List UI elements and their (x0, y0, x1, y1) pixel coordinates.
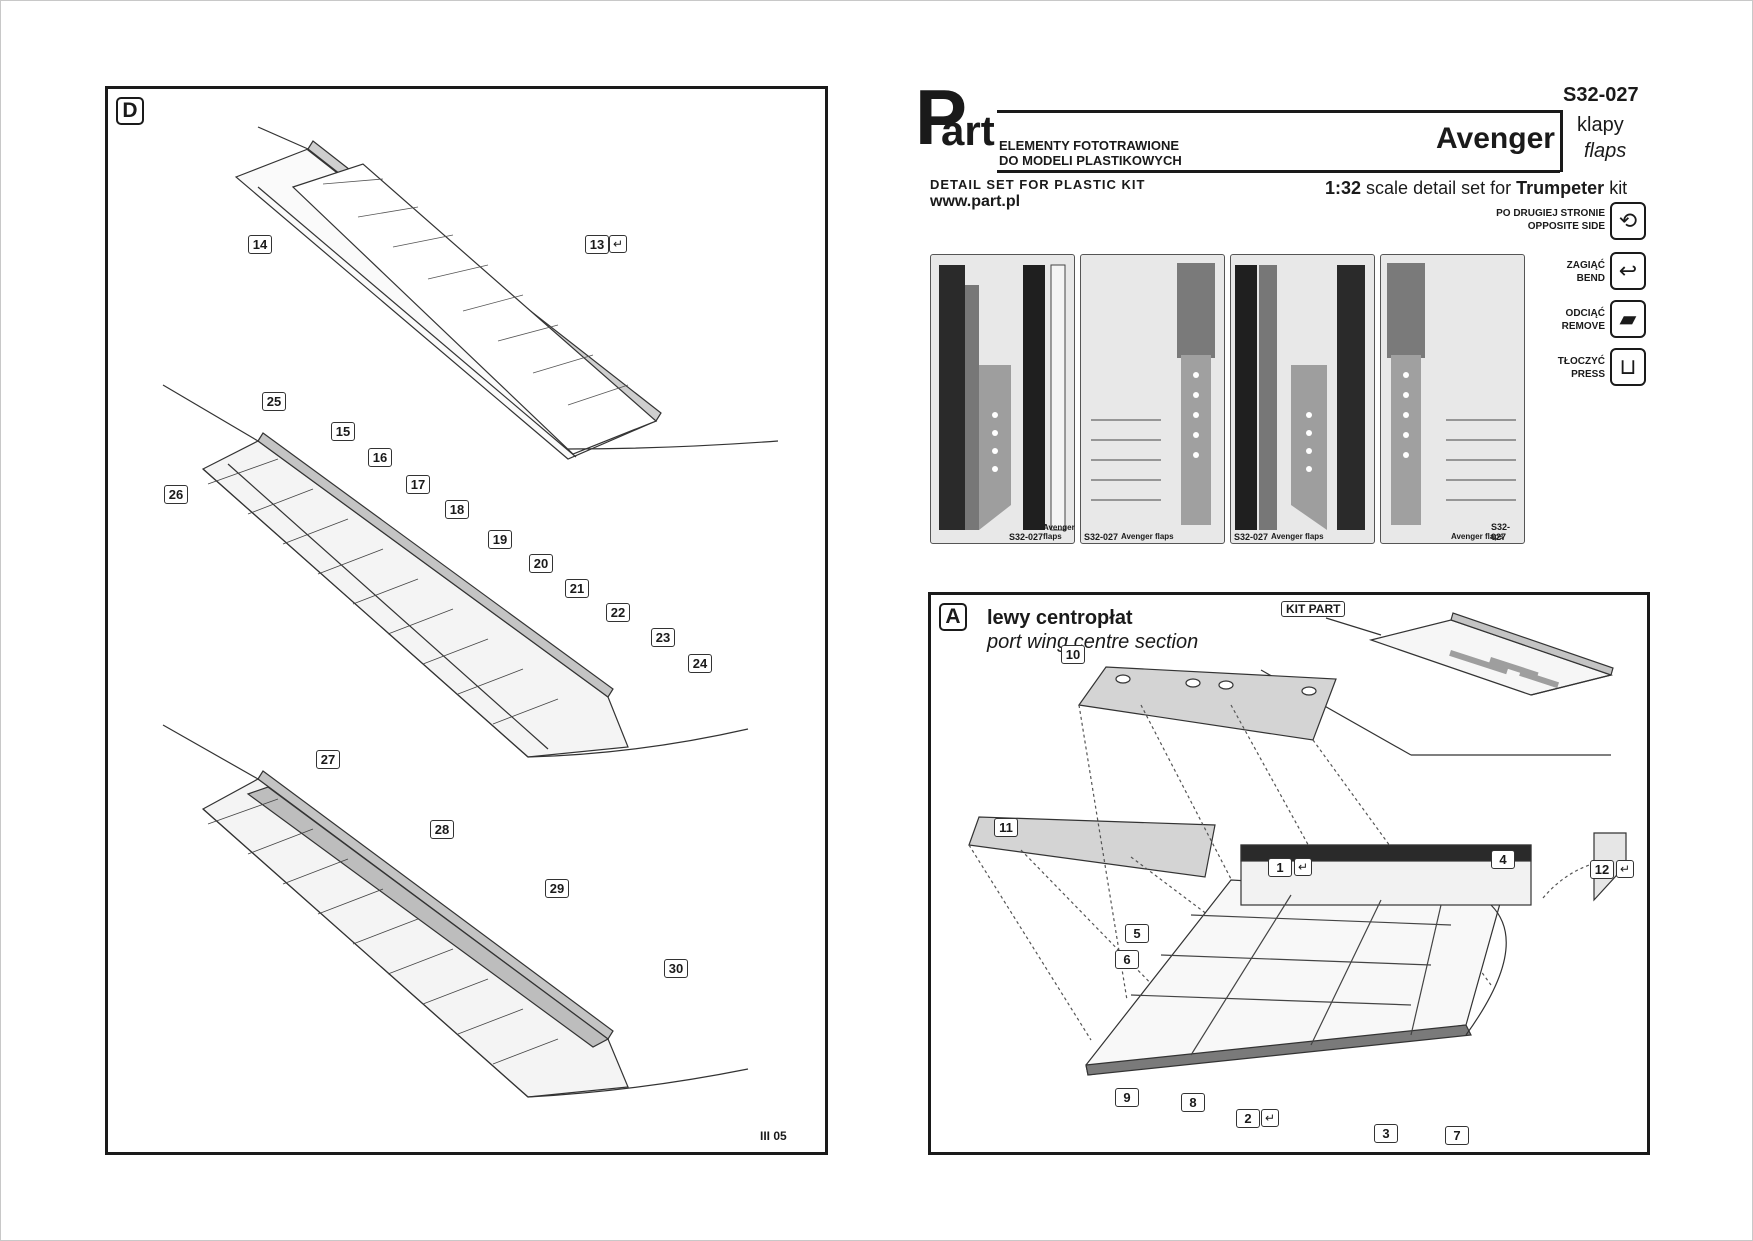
part-17: 17 (406, 475, 430, 494)
part-6: 6 (1115, 950, 1139, 969)
part-22: 22 (606, 603, 630, 622)
part-27: 27 (316, 750, 340, 769)
opposite-side-icon: ⟲ (1610, 202, 1646, 240)
bend-icon: ↵ (609, 235, 627, 253)
fret-1: S32-027 Avenger flaps (930, 254, 1075, 544)
website: www.part.pl (930, 193, 1021, 210)
part-7: 7 (1445, 1126, 1469, 1145)
header: P art S32-027 ELEMENTY FOTOTRAWIONE DO M… (915, 73, 1645, 214)
part-30: 30 (664, 959, 688, 978)
part-10: 10 (1061, 645, 1085, 664)
tagline-en: DETAIL SET FOR PLASTIC KIT (930, 177, 1146, 192)
part-8: 8 (1181, 1093, 1205, 1112)
fret-4: S32-027 Avenger flaps (1380, 254, 1525, 544)
header-rule-right (1560, 110, 1563, 172)
fret-2: S32-027 Avenger flaps (1080, 254, 1225, 544)
tagline-pl-1: ELEMENTY FOTOTRAWIONE (999, 138, 1180, 153)
part-29: 29 (545, 879, 569, 898)
title-en: port wing centre section (987, 631, 1199, 653)
part-25: 25 (262, 392, 286, 411)
press-icon: ⊔ (1610, 348, 1646, 386)
fret-3: S32-027 Avenger flaps (1230, 254, 1375, 544)
aircraft-name: Avenger (1436, 122, 1555, 155)
part-26: 26 (164, 485, 188, 504)
part-4: 4 (1491, 850, 1515, 869)
part-13: 13 (585, 235, 609, 254)
fret-1-drawing (939, 264, 1066, 531)
part-20: 20 (529, 554, 553, 573)
part-9: 9 (1115, 1088, 1139, 1107)
panel-d: D (105, 86, 828, 1155)
part-1: 1 (1268, 858, 1292, 877)
panel-letter: A (939, 603, 967, 631)
part-2: 2 (1236, 1109, 1260, 1128)
part-18: 18 (445, 500, 469, 519)
remove-icon: ▰ (1610, 300, 1646, 338)
title-pl: lewy centropłat (987, 607, 1133, 629)
tagline-pl-2: DO MODELI PLASTIKOWYCH (999, 153, 1182, 168)
part-28: 28 (430, 820, 454, 839)
fret-4-drawing (1387, 263, 1516, 525)
part-19: 19 (488, 530, 512, 549)
part-12: 12 (1590, 860, 1614, 879)
bend-icon: ↵ (1616, 860, 1634, 878)
header-rule-bottom (997, 170, 1560, 173)
part-15: 15 (331, 422, 355, 441)
flap-assembly-drawing (162, 126, 779, 1098)
subject-en: flaps (1584, 140, 1627, 162)
kit-part-label: KIT PART (1281, 601, 1346, 617)
product-code: S32-027 (1563, 84, 1639, 106)
wing-centre-section-drawing (968, 612, 1627, 1076)
part-23: 23 (651, 628, 675, 647)
fret-2-drawing (1091, 263, 1215, 525)
part-14: 14 (248, 235, 272, 254)
scale-line: 1:32 scale detail set for Trumpeter kit (1325, 178, 1628, 198)
bend-icon: ↵ (1261, 1109, 1279, 1127)
subject-pl: klapy (1577, 114, 1624, 136)
bend-icon: ↵ (1294, 858, 1312, 876)
sheet-page-code: III 05 (760, 1129, 787, 1143)
part-24: 24 (688, 654, 712, 673)
header-rule-top (997, 110, 1560, 113)
fret-3-drawing (1235, 265, 1365, 530)
part-16: 16 (368, 448, 392, 467)
part-21: 21 (565, 579, 589, 598)
part-logo: P art (915, 73, 995, 161)
part-5: 5 (1125, 924, 1149, 943)
part-3: 3 (1374, 1124, 1398, 1143)
bend-icon: ↩ (1610, 252, 1646, 290)
part-11: 11 (994, 818, 1018, 837)
panel-letter: D (116, 97, 144, 125)
panel-a: A lewy centropłat port wing centre secti… (928, 592, 1650, 1155)
